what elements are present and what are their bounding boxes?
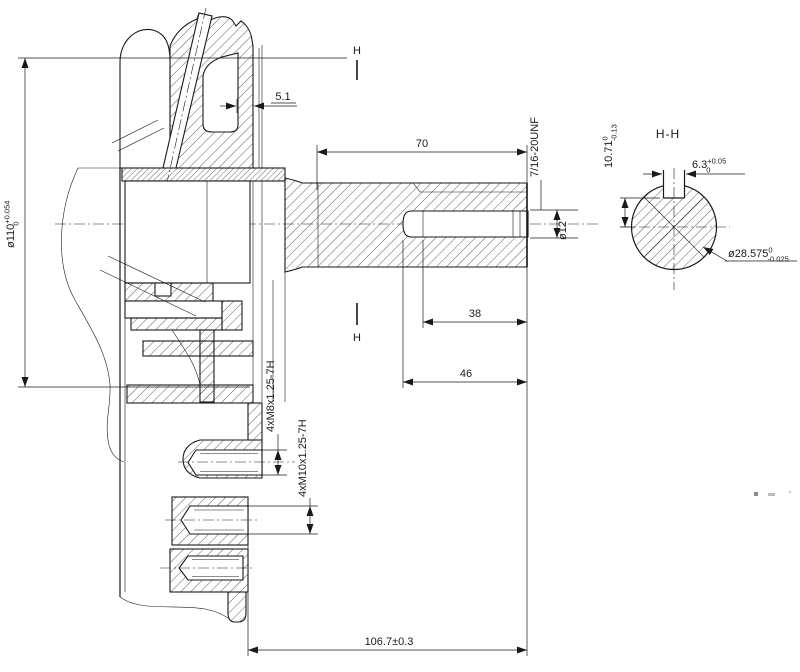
dim-text-overall: 106.7±0.3 xyxy=(365,636,414,648)
section-view-title: H-H xyxy=(656,127,680,141)
section-letter-bottom: H xyxy=(353,332,361,344)
dim-text-shaft-length: 70 xyxy=(416,138,428,150)
bearing-right-block xyxy=(221,300,243,331)
shaft-center-tap-hole xyxy=(402,210,529,238)
dim-text-flange-dia: ø110+0.0540 xyxy=(3,201,21,248)
crank-journal xyxy=(124,180,251,284)
break-line-crank-web xyxy=(61,167,125,463)
cylinder-dome xyxy=(119,28,171,169)
bolt-pocket xyxy=(202,52,239,133)
flange-band-upper xyxy=(142,340,254,357)
section-letter-top: H xyxy=(353,45,361,57)
dim-key-bottom: 10.710-0.13 xyxy=(601,124,660,228)
dim-text-m8: 4xM8x1.25-7H xyxy=(265,360,277,432)
foot-tip xyxy=(227,591,247,623)
section-marker-bottom: H xyxy=(353,303,361,344)
bearing-lower-block xyxy=(130,317,223,331)
dim-text-shaft-dia: ø28.5750-0.025 xyxy=(728,246,789,264)
dim-text-hole-depth: 46 xyxy=(460,368,472,380)
dim-shaft-diameter: ø28.5750-0.025 xyxy=(702,246,797,264)
dim-m10-holes: 4xM10x1.25-7H xyxy=(248,419,318,535)
break-line-bottom xyxy=(119,596,229,619)
dim-text-wall: 5.1 xyxy=(275,91,290,103)
bearing-notch xyxy=(154,282,172,297)
m8-tapped-hole xyxy=(178,449,295,476)
dim-text-m10: 4xM10x1.25-7H xyxy=(297,419,309,497)
flange-shelf xyxy=(121,167,286,182)
flange-band-lower xyxy=(126,384,254,404)
foot-web xyxy=(247,402,263,441)
crank-web-edge-upper xyxy=(117,127,165,152)
dim-wall-thickness: 5.1 xyxy=(220,91,297,113)
web-curve xyxy=(171,329,201,386)
scan-specks xyxy=(754,491,791,496)
dim-hole-depth: 46 xyxy=(402,240,527,388)
section-marker-top: H xyxy=(353,45,361,80)
keyway-ramp xyxy=(412,182,421,193)
dim-text-tap-dia: ø12 xyxy=(557,221,569,240)
dim-shaft-length: 70 xyxy=(316,138,528,190)
dim-thread-depth: 38 xyxy=(422,240,527,328)
crank-web-edge xyxy=(107,255,206,303)
m10-tapped-hole-lower xyxy=(160,555,252,581)
m10-tapped-hole-upper xyxy=(165,505,258,535)
dim-text-key-bottom: 10.710-0.13 xyxy=(601,124,619,168)
dim-m8-holes: 4xM8x1.25-7H xyxy=(262,360,287,476)
dim-text-thread-depth: 38 xyxy=(469,308,481,320)
main-section-view: H H ø110+0.0540 5.1 70 xyxy=(3,7,600,656)
crank-web-edge xyxy=(99,269,197,317)
crank-web-edge-upper xyxy=(111,119,159,144)
dim-flange-diameter: ø110+0.0540 xyxy=(3,57,347,388)
dim-text-thread: 7/16-20UNF xyxy=(529,117,541,177)
dim-overall-length: 106.7±0.3 xyxy=(247,540,527,656)
bearing-race xyxy=(124,300,223,319)
dim-tap-diameter: ø12 xyxy=(530,209,578,240)
dim-thread-spec: 7/16-20UNF xyxy=(529,117,542,210)
stud-hole-centerline xyxy=(163,7,207,197)
